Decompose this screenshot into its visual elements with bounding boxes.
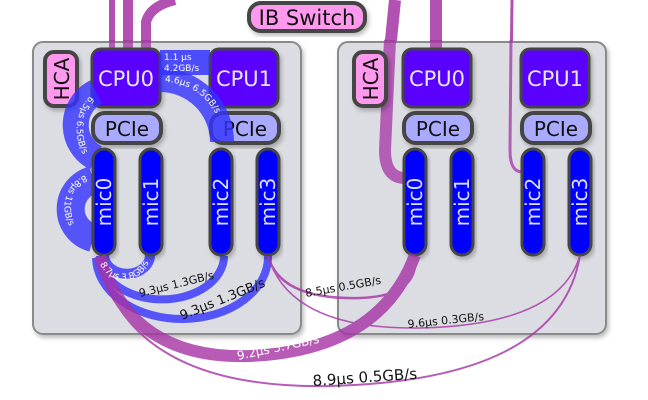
link-mic0-self [56,166,98,252]
mic0-right[interactable]: mic0 [402,147,428,257]
label-cpu0-cpu1-line2: 4.2GB/s [164,64,199,74]
hca-right[interactable]: HCA [352,50,388,108]
pcie0-right-label: PCIe [416,117,460,141]
mic3-left-label: mic3 [256,178,280,227]
cpu1-right-label: CPU1 [527,67,583,91]
cpu1-left-label: CPU1 [216,67,272,91]
cpu0-left[interactable]: CPU0 [90,47,162,109]
mic0-left-label: mic0 [92,178,116,227]
mic3-left[interactable]: mic3 [255,147,281,257]
cpu0-right[interactable]: CPU0 [401,47,473,109]
link-cpu0-cpu1 [160,50,210,75]
pcie0-left[interactable]: PCIe [91,111,163,145]
mic2-left[interactable]: mic2 [208,147,234,257]
cpu1-right[interactable]: CPU1 [519,47,591,109]
mic3-right[interactable]: mic3 [567,147,593,257]
pcie1-right[interactable]: PCIe [520,111,592,145]
pcie0-left-label: PCIe [105,117,149,141]
link-cpu0-mic0 [62,80,103,170]
mic2-left-label: mic2 [209,178,233,227]
mic0-right-label: mic0 [403,178,427,227]
cpu0-right-label: CPU0 [409,67,465,91]
pcie0-right[interactable]: PCIe [402,111,474,145]
ib-switch-label: IB Switch [259,6,356,30]
cpu0-left-label: CPU0 [98,67,154,91]
ib-switch[interactable]: IB Switch [247,1,367,33]
hca-left-label: HCA [50,57,74,100]
cpu1-left[interactable]: CPU1 [208,47,280,109]
mic2-right-label: mic2 [521,178,545,227]
link-mic3-remote-mic3 [267,254,581,329]
mics-left: mic0 mic1 mic2 mic3 [91,147,281,257]
mic1-right-label: mic1 [450,178,474,227]
mic1-left[interactable]: mic1 [138,147,164,257]
purple-links [94,252,581,388]
link-cpu0-mic2 [159,68,234,143]
mic0-left[interactable]: mic0 [91,147,117,257]
pcie1-right-label: PCIe [534,117,578,141]
link-left-cpu0-switch-c [141,0,177,45]
link-mic0-remote-mic0 [94,252,421,363]
label-mic0-remote-mic3: 8.9µs 0.5GB/s [312,365,418,390]
mic1-right[interactable]: mic1 [449,147,475,257]
hca-right-label: HCA [359,57,383,100]
label-cpu0-cpu1-line1: 1.1 µs [164,53,192,63]
mic2-right[interactable]: mic2 [520,147,546,257]
hca-left[interactable]: HCA [43,50,79,108]
mic3-right-label: mic3 [568,178,592,227]
mic1-left-label: mic1 [139,178,163,227]
node-right: HCA CPU0 CPU1 PCIe PCIe mic0 mic1 mic2 [352,47,593,257]
link-mic0-remote-mic3 [97,254,581,388]
